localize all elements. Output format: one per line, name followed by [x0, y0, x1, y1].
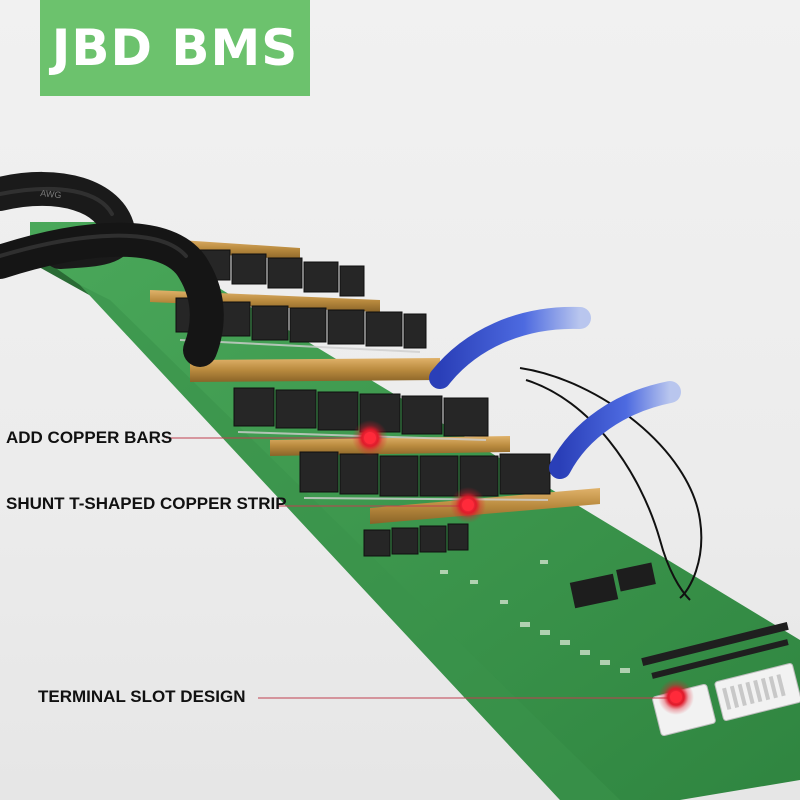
brand-badge: JBD BMS: [40, 0, 310, 96]
copper-bar: [190, 358, 440, 382]
callout-shunt-strip: SHUNT T-SHAPED COPPER STRIP: [6, 494, 287, 513]
resistor-row: [641, 621, 789, 679]
power-cables: [0, 171, 224, 367]
control-ics: [569, 562, 656, 609]
blue-sleeves: [429, 306, 681, 479]
cable-print: AWG: [40, 188, 62, 200]
sense-wires: [519, 367, 703, 601]
brand-badge-text: JBD BMS: [51, 19, 299, 77]
callout-copper-bars: ADD COPPER BARS: [6, 428, 173, 447]
copper-bar: [270, 436, 510, 456]
smd-components: [440, 560, 630, 673]
callout-markers: [352, 420, 694, 715]
callout-terminal-slot: TERMINAL SLOT DESIGN: [38, 687, 246, 706]
callout-lines: [166, 437, 676, 699]
